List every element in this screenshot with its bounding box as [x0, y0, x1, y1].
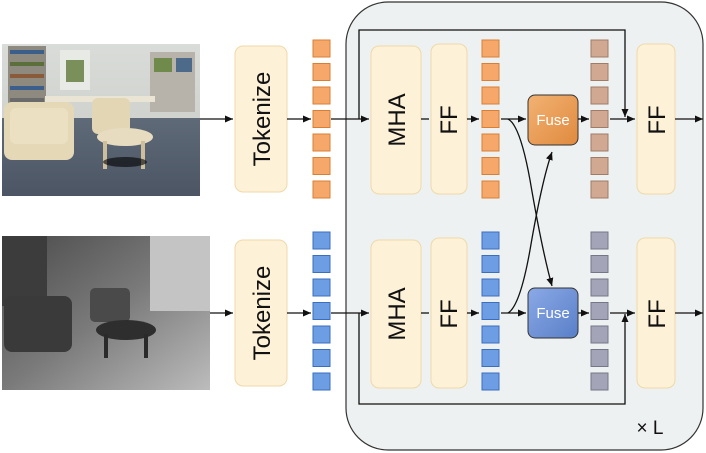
- token-depth: [312, 278, 331, 297]
- token-rgb: [312, 133, 331, 152]
- token-stack-rgb-input: [312, 39, 331, 199]
- token-depth-mid: [481, 325, 500, 344]
- token-depth: [312, 325, 331, 344]
- token-depth-fused: [590, 372, 609, 391]
- token-rgb-fused: [590, 63, 609, 81]
- tokenize-rgb-label: Tokenize: [249, 72, 276, 167]
- token-rgb: [312, 63, 331, 81]
- token-rgb-fused: [590, 180, 609, 199]
- token-depth-fused: [590, 278, 609, 297]
- token-depth: [312, 372, 331, 391]
- token-depth-mid: [481, 231, 500, 250]
- token-rgb-mid: [481, 133, 500, 152]
- mha-bottom-block: [370, 239, 422, 389]
- token-rgb-fused: [590, 110, 609, 128]
- ff-top-label: FF: [436, 105, 463, 134]
- token-stack-rgb-mid: [481, 39, 500, 199]
- token-stack-depth-input: [312, 231, 331, 391]
- token-rgb-fused: [590, 133, 609, 152]
- token-rgb-fused: [590, 39, 609, 58]
- token-stack-rgb-fused: [590, 39, 609, 199]
- token-depth-mid: [481, 372, 500, 391]
- token-depth-fused: [590, 349, 609, 367]
- token-depth-fused: [590, 302, 609, 320]
- ff-out-bottom-label: FF: [644, 299, 671, 328]
- mha-top-label: MHA: [384, 93, 411, 146]
- token-rgb-mid: [481, 157, 500, 175]
- tokenize-depth-label: Tokenize: [249, 266, 276, 361]
- token-rgb-mid: [481, 86, 500, 105]
- fuse-top-label: Fuse: [536, 112, 569, 129]
- ff-bottom-label: FF: [436, 299, 463, 328]
- mha-bottom-label: MHA: [384, 287, 411, 340]
- token-rgb-fused: [590, 157, 609, 175]
- fuse-top-block: [527, 94, 579, 146]
- token-depth: [312, 231, 331, 250]
- token-depth-mid: [481, 349, 500, 367]
- token-rgb-mid: [481, 110, 500, 128]
- depth-image: [2, 236, 210, 390]
- token-stack-depth-mid: [481, 231, 500, 391]
- token-rgb-mid: [481, 39, 500, 58]
- token-rgb: [312, 157, 331, 175]
- token-rgb-mid: [481, 180, 500, 199]
- token-depth-fused: [590, 255, 609, 273]
- token-rgb: [312, 86, 331, 105]
- token-depth-fused: [590, 231, 609, 250]
- token-rgb-mid: [481, 63, 500, 81]
- token-depth-mid: [481, 278, 500, 297]
- token-depth: [312, 302, 331, 320]
- token-depth-mid: [481, 302, 500, 320]
- token-stack-depth-fused: [590, 231, 609, 391]
- token-rgb: [312, 110, 331, 128]
- token-depth-mid: [481, 255, 500, 273]
- fuse-bottom-label: Fuse: [536, 305, 569, 322]
- token-rgb: [312, 180, 331, 199]
- token-depth: [312, 349, 331, 367]
- rgb-image: [2, 44, 200, 196]
- token-rgb-fused: [590, 86, 609, 105]
- token-rgb: [312, 39, 331, 58]
- repeat-label: × L: [637, 418, 664, 439]
- ff-out-top-label: FF: [644, 105, 671, 134]
- token-depth: [312, 255, 331, 273]
- token-depth-fused: [590, 325, 609, 344]
- mha-top-block: [370, 45, 422, 195]
